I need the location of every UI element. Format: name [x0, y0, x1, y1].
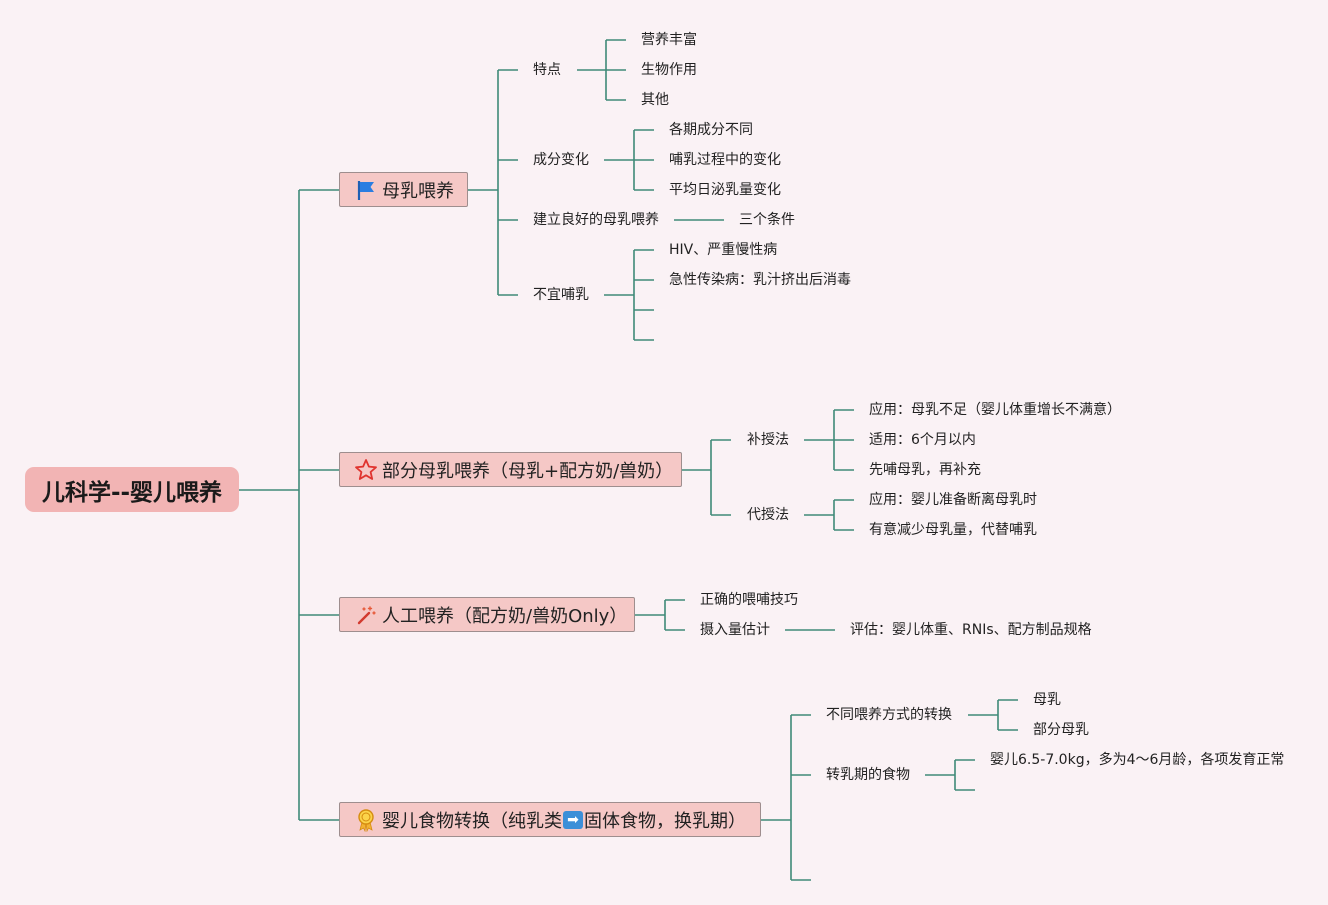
leaf-item[interactable]: 评估：婴儿体重、RNIs、配方制品规格: [850, 622, 1092, 638]
subtopic-composition[interactable]: 成分变化: [533, 152, 589, 168]
topic-breastfeeding[interactable]: 母乳喂养: [339, 172, 468, 207]
leaf-item[interactable]: HIV、严重慢性病: [669, 242, 778, 258]
leaf-item[interactable]: 有意减少母乳量，代替哺乳: [869, 522, 1037, 538]
subtopic-unsuitable[interactable]: 不宜哺乳: [533, 287, 589, 303]
blue-flag-icon: [354, 178, 378, 202]
subtopic-substitute[interactable]: 代授法: [747, 507, 789, 523]
topic-label-post: 固体食物，换乳期）: [584, 810, 746, 832]
topic-label-pre: 婴儿食物转换（纯乳类: [382, 810, 562, 832]
subtopic-methods[interactable]: 不同喂养方式的转换: [826, 707, 952, 723]
right-arrow-icon: ➡: [563, 810, 583, 829]
subtopic-foods[interactable]: 转乳期的食物: [826, 767, 910, 783]
leaf-item[interactable]: 应用：母乳不足（婴儿体重增长不满意）: [869, 402, 1121, 418]
leaf-item[interactable]: 适用：6个月以内: [869, 432, 976, 448]
topic-partial-breastfeeding[interactable]: 部分母乳喂养（母乳+配方奶/兽奶）: [339, 452, 682, 487]
leaf-item[interactable]: 婴儿6.5-7.0kg，多为4～6月龄，各项发育正常: [990, 752, 1285, 768]
topic-label: 部分母乳喂养（母乳+配方奶/兽奶）: [382, 460, 674, 482]
medal-icon: [354, 808, 378, 832]
subtopic-technique[interactable]: 正确的喂哺技巧: [700, 592, 798, 608]
leaf-item[interactable]: 应用：婴儿准备断离母乳时: [869, 492, 1037, 508]
leaf-item[interactable]: 急性传染病：乳汁挤出后消毒: [669, 272, 851, 288]
topic-label: 人工喂养（配方奶/兽奶Only）: [382, 605, 628, 627]
topic-food-transition[interactable]: 婴儿食物转换（纯乳类 ➡ 固体食物，换乳期）: [339, 802, 761, 837]
leaf-item[interactable]: 各期成分不同: [669, 122, 753, 138]
leaf-item[interactable]: 营养丰富: [641, 32, 697, 48]
magic-wand-icon: [354, 603, 378, 627]
topic-label: 母乳喂养: [382, 180, 454, 202]
leaf-item[interactable]: 三个条件: [739, 212, 795, 228]
topic-artificial-feeding[interactable]: 人工喂养（配方奶/兽奶Only）: [339, 597, 635, 632]
subtopic-establish[interactable]: 建立良好的母乳喂养: [533, 212, 659, 228]
leaf-item[interactable]: 其他: [641, 92, 669, 108]
leaf-item[interactable]: 哺乳过程中的变化: [669, 152, 781, 168]
leaf-item[interactable]: 母乳: [1033, 692, 1061, 708]
leaf-item[interactable]: 先哺母乳，再补充: [869, 462, 981, 478]
subtopic-supplement[interactable]: 补授法: [747, 432, 789, 448]
leaf-item[interactable]: 平均日泌乳量变化: [669, 182, 781, 198]
root-topic[interactable]: 儿科学--婴儿喂养: [25, 467, 239, 512]
leaf-item[interactable]: 部分母乳: [1033, 722, 1089, 738]
subtopic-features[interactable]: 特点: [533, 62, 561, 78]
star-icon: [354, 458, 378, 482]
subtopic-intake[interactable]: 摄入量估计: [700, 622, 770, 638]
leaf-item[interactable]: 生物作用: [641, 62, 697, 78]
